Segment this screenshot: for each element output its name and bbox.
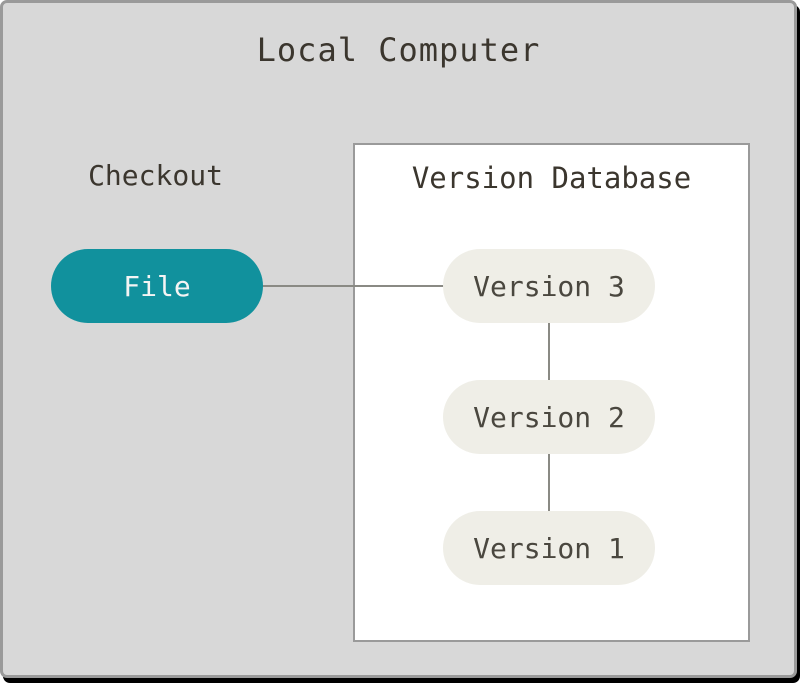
- version-database-title: Version Database: [411, 161, 692, 195]
- checkout-label: Checkout: [88, 159, 223, 192]
- diagram-title: Local Computer: [256, 31, 541, 69]
- version-node-3: Version 3: [443, 249, 655, 323]
- connector-version3-to-version2: [548, 323, 550, 381]
- connector-version2-to-version1: [548, 454, 550, 512]
- version-node-1: Version 1: [443, 511, 655, 585]
- connector-file-to-version3: [261, 285, 445, 287]
- version-node-2: Version 2: [443, 380, 655, 454]
- file-node: File: [51, 249, 263, 323]
